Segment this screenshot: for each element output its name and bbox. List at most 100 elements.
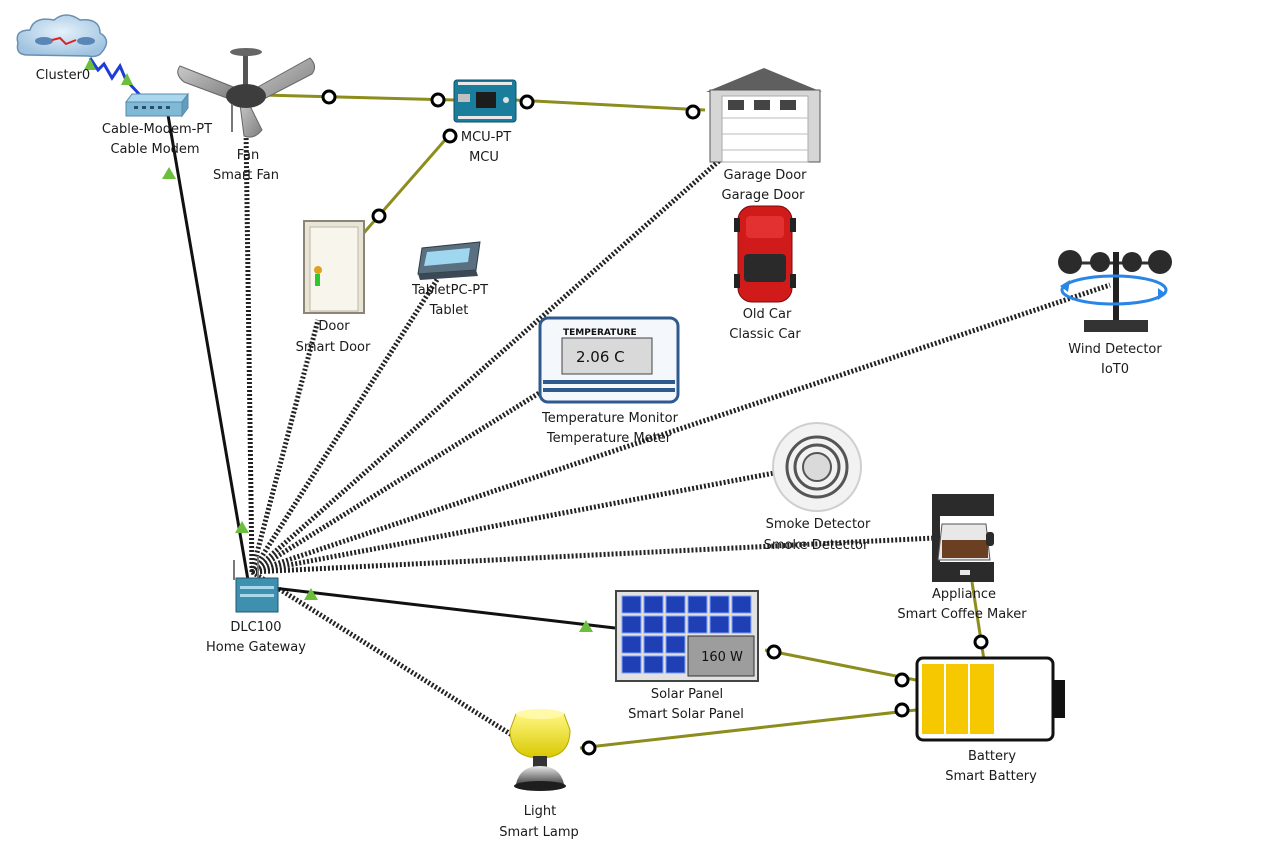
mcu-label-type: MCU: [469, 150, 499, 165]
gateway-label-name: DLC100: [230, 620, 281, 635]
solar-cell: [687, 615, 708, 634]
lamp-icon: [509, 709, 571, 791]
wireless-link-coffee: [251, 535, 936, 575]
gateway-icon: [233, 556, 279, 613]
garage-door-device[interactable]: Garage Door Garage Door: [706, 68, 822, 203]
wireless-link-wind: [251, 282, 1111, 575]
tablet-label-name: TabletPC-PT: [411, 283, 488, 298]
wireless-link-lamp: [250, 569, 522, 743]
solar-cell: [621, 595, 642, 614]
solar-cell: [731, 615, 752, 634]
wireless-link-door: [249, 319, 321, 573]
temperature-display: [561, 337, 653, 375]
cluster-device[interactable]: Cluster0: [16, 14, 108, 83]
garage-icon: [706, 68, 822, 163]
car-label-name: Old Car: [743, 307, 792, 322]
solar-cells: [621, 595, 752, 674]
door-label-type: Smart Door: [296, 340, 371, 355]
smoke-detector-device[interactable]: Smoke Detector Smoke Detector: [764, 422, 871, 553]
wind-label-name: Wind Detector: [1068, 342, 1162, 357]
home-gateway-device[interactable]: DLC100 Home Gateway: [206, 556, 306, 655]
tablet-device[interactable]: TabletPC-PT Tablet: [411, 241, 488, 318]
solar-panel-device[interactable]: 160 W Solar Panel Smart Solar Panel: [615, 590, 759, 722]
solar-cell: [643, 615, 664, 634]
cable-modem-label-name: Cable-Modem-PT: [102, 122, 212, 137]
gateway-label-type: Home Gateway: [206, 640, 306, 655]
garage-label-name: Garage Door: [724, 168, 808, 183]
coffee-maker-device[interactable]: Appliance Smart Coffee Maker: [897, 494, 1027, 622]
cable-modem-label-type: Cable Modem: [110, 142, 199, 157]
fan-label-type: Smart Fan: [213, 168, 279, 183]
cable-gateway-solar: [264, 585, 616, 630]
solar-label-name: Solar Panel: [651, 687, 723, 702]
cloud-icon: [16, 14, 108, 58]
tablet-label-type: Tablet: [429, 303, 469, 318]
battery-label-type: Smart Battery: [945, 769, 1037, 784]
solar-cell: [643, 635, 664, 654]
cable-mcu-garage: [514, 98, 706, 112]
wind-label-type: IoT0: [1101, 362, 1129, 377]
wireless-link-smoke: [251, 467, 791, 575]
solar-cell: [665, 635, 686, 654]
mcu-device[interactable]: MCU-PT MCU: [453, 79, 517, 165]
solar-cell: [665, 595, 686, 614]
solar-cell: [709, 615, 730, 634]
wind-detector-device[interactable]: Wind Detector IoT0: [1058, 250, 1172, 377]
cable-modem-device[interactable]: Cable-Modem-PT Cable Modem: [102, 92, 212, 157]
wireless-link-temp: [250, 377, 562, 575]
solar-cell: [731, 595, 752, 614]
fan-label-name: Fan: [237, 148, 260, 163]
car-label-type: Classic Car: [729, 327, 801, 342]
lamp-label-name: Light: [524, 804, 556, 819]
solar-power-reading: 160 W: [701, 650, 743, 665]
wireless-link-tablet: [249, 276, 441, 574]
smart-door-device[interactable]: Door Smart Door: [296, 220, 371, 355]
classic-car-device[interactable]: Old Car Classic Car: [729, 205, 801, 342]
door-icon: [303, 220, 365, 314]
coffee-label-type: Smart Coffee Maker: [897, 607, 1027, 622]
smoke-label-name: Smoke Detector: [766, 517, 871, 532]
battery-device[interactable]: Battery Smart Battery: [915, 656, 1065, 784]
door-label-name: Door: [318, 319, 350, 334]
wireless-links: [243, 129, 1111, 743]
cable-solar-battery: [764, 648, 917, 682]
temp-label-type: Temperature Meter: [546, 431, 672, 446]
temperature-monitor-device[interactable]: TEMPERATURE 2.06 C Temperature Monitor T…: [538, 316, 680, 446]
cable-lamp-battery: [579, 708, 917, 750]
solar-cell: [687, 595, 708, 614]
cable-gateway-modem: [166, 114, 250, 581]
anemometer-icon: [1058, 250, 1172, 332]
wireless-link-fan: [243, 129, 255, 573]
cable-fan-mcu: [261, 93, 456, 102]
temperature-header: TEMPERATURE: [563, 328, 637, 338]
cluster-label: Cluster0: [36, 68, 90, 83]
solar-power-display: [687, 635, 755, 677]
smoke-detector-icon: [772, 422, 862, 512]
solar-cell: [643, 595, 664, 614]
solar-label-type: Smart Solar Panel: [628, 707, 744, 722]
temp-label-name: Temperature Monitor: [541, 411, 679, 426]
solar-cell: [665, 655, 686, 674]
solar-cell: [621, 615, 642, 634]
port-rings: [321, 89, 989, 756]
ceiling-fan-icon: [177, 48, 316, 138]
solar-cell: [643, 655, 664, 674]
garage-label-type: Garage Door: [722, 188, 806, 203]
cable-modem-cluster: [88, 57, 142, 97]
coffee-label-name: Appliance: [932, 587, 996, 602]
solar-cell: [621, 655, 642, 674]
smart-lamp-device[interactable]: Light Smart Lamp: [499, 709, 579, 840]
battery-label-name: Battery: [968, 749, 1016, 764]
smart-fan-device[interactable]: Fan Smart Fan: [177, 48, 316, 183]
solar-cell: [709, 595, 730, 614]
solar-cell: [665, 615, 686, 634]
smoke-label-type: Smoke Detector: [764, 538, 869, 553]
temperature-reading: 2.06 C: [576, 348, 625, 366]
mcu-board-icon: [453, 79, 517, 123]
car-icon: [734, 205, 796, 303]
solar-cell: [621, 635, 642, 654]
tablet-icon: [417, 241, 481, 280]
coffee-maker-icon: [932, 494, 994, 582]
link-status-lights: [84, 58, 593, 632]
